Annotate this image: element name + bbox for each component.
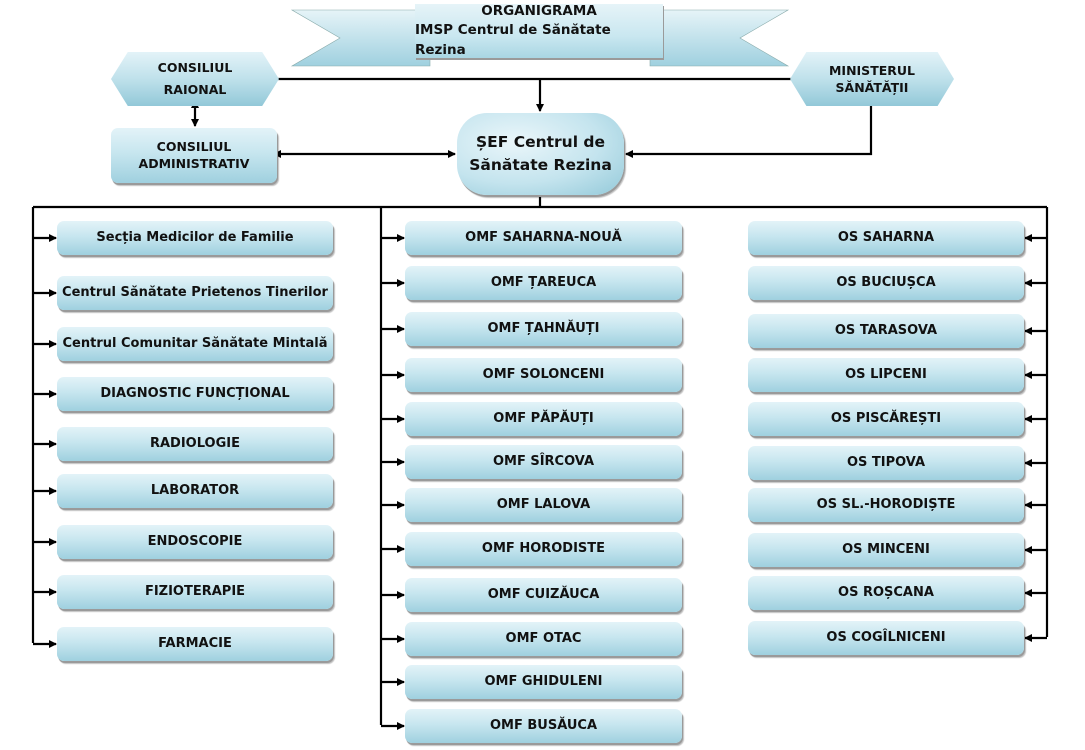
omf-office-label: OMF HORODISTE xyxy=(481,541,606,557)
consiliul-raional-line1: CONSILIUL xyxy=(157,60,233,76)
os-office-label: OS LIPCENI xyxy=(845,367,927,383)
department-node: Centrul Comunitar Sănătate Mintală xyxy=(57,327,333,361)
department-node: ENDOSCOPIE xyxy=(57,525,333,559)
omf-office-node: OMF CUIZĂUCA xyxy=(405,578,682,612)
omf-office-label: OMF ȚAHNĂUȚI xyxy=(487,321,600,337)
omf-office-label: OMF GHIDULENI xyxy=(484,674,603,690)
omf-office-node: OMF OTAC xyxy=(405,622,682,656)
chart-title-line1: ORGANIGRAMA xyxy=(481,2,597,19)
department-label: Centrul Sănătate Prietenos Tinerilor xyxy=(62,285,328,301)
chart-title: ORGANIGRAMA IMSP Centrul de Sănătate Rez… xyxy=(415,2,663,58)
title-banner-ribbon xyxy=(290,9,790,67)
os-office-label: OS SL.-HORODIȘTE xyxy=(816,497,956,513)
omf-office-node: OMF SAHARNA-NOUĂ xyxy=(405,221,682,255)
omf-office-label: OMF BUSĂUCA xyxy=(489,718,598,734)
department-label: Secția Medicilor de Familie xyxy=(96,230,294,246)
omf-office-node: OMF ȚAHNĂUȚI xyxy=(405,312,682,346)
os-office-node: OS BUCIUȘCA xyxy=(748,266,1024,300)
omf-office-node: OMF LALOVA xyxy=(405,488,682,522)
omf-office-node: OMF ȚAREUCA xyxy=(405,266,682,300)
chief-line1: ȘEF Centrul de xyxy=(475,132,606,151)
omf-office-node: OMF SOLONCENI xyxy=(405,358,682,392)
department-label: ENDOSCOPIE xyxy=(147,534,243,550)
os-office-node: OS ROȘCANA xyxy=(748,576,1024,610)
department-node: FIZIOTERAPIE xyxy=(57,575,333,609)
omf-office-node: OMF GHIDULENI xyxy=(405,665,682,699)
omf-office-label: OMF SAHARNA-NOUĂ xyxy=(465,230,622,246)
department-label: FIZIOTERAPIE xyxy=(144,584,246,600)
os-office-node: OS SAHARNA xyxy=(748,221,1024,255)
department-node: Centrul Sănătate Prietenos Tinerilor xyxy=(57,276,333,310)
department-label: Centrul Comunitar Sănătate Mintală xyxy=(62,336,328,352)
ministerul-line2: SĂNĂTĂȚII xyxy=(835,80,909,95)
os-office-label: OS ROȘCANA xyxy=(838,585,934,601)
os-office-node: OS SL.-HORODIȘTE xyxy=(748,488,1024,522)
chart-title-line2: IMSP Centrul de Sănătate Rezina xyxy=(415,22,611,58)
consiliul-raional-node: CONSILIUL RAIONAL xyxy=(111,52,279,106)
chief-line2: Sănătate Rezina xyxy=(469,156,612,174)
ministerul-sanatatii-node: MINISTERUL SĂNĂTĂȚII xyxy=(790,52,954,106)
chief-node: ȘEF Centrul de Sănătate Rezina xyxy=(457,113,624,195)
consiliul-administrativ-line1: CONSILIUL xyxy=(156,138,232,154)
department-label: LABORATOR xyxy=(150,483,240,499)
os-office-label: OS MINCENI xyxy=(842,542,930,558)
department-label: FARMACIE xyxy=(158,636,232,652)
arrow-ministerul-chief xyxy=(625,105,873,158)
omf-office-label: OMF LALOVA xyxy=(496,497,591,513)
ministerul-line1: MINISTERUL xyxy=(828,62,915,78)
os-office-label: OS SAHARNA xyxy=(837,230,935,246)
omf-office-node: OMF BUSĂUCA xyxy=(405,709,682,743)
consiliul-administrativ-node: CONSILIUL ADMINISTRATIV xyxy=(111,128,277,183)
omf-office-node: OMF PĂPĂUȚI xyxy=(405,402,682,436)
omf-office-label: OMF OTAC xyxy=(505,631,582,647)
os-office-node: OS MINCENI xyxy=(748,533,1024,567)
omf-office-label: OMF SOLONCENI xyxy=(482,367,605,383)
os-office-label: OS TIPOVA xyxy=(846,455,926,471)
omf-office-label: OMF PĂPĂUȚI xyxy=(493,411,594,427)
consiliul-raional-line2: RAIONAL xyxy=(163,82,227,97)
omf-office-label: OMF CUIZĂUCA xyxy=(487,587,600,603)
department-node: LABORATOR xyxy=(57,474,333,508)
department-label: DIAGNOSTIC FUNCȚIONAL xyxy=(100,386,290,402)
os-office-node: OS PISCĂREȘTI xyxy=(748,402,1024,436)
os-office-label: OS BUCIUȘCA xyxy=(836,275,936,291)
department-node: DIAGNOSTIC FUNCȚIONAL xyxy=(57,377,333,411)
omf-office-node: OMF SÎRCOVA xyxy=(405,445,682,479)
omf-office-label: OMF ȚAREUCA xyxy=(490,275,597,291)
os-office-node: OS COGÎLNICENI xyxy=(748,621,1024,655)
os-office-node: OS TARASOVA xyxy=(748,314,1024,348)
os-office-node: OS LIPCENI xyxy=(748,358,1024,392)
omf-office-node: OMF HORODISTE xyxy=(405,532,682,566)
os-office-label: OS COGÎLNICENI xyxy=(826,630,946,646)
os-office-label: OS PISCĂREȘTI xyxy=(830,411,942,427)
department-node: RADIOLOGIE xyxy=(57,427,333,461)
os-office-label: OS TARASOVA xyxy=(834,323,938,339)
department-node: Secția Medicilor de Familie xyxy=(57,221,333,255)
department-node: FARMACIE xyxy=(57,627,333,661)
os-office-node: OS TIPOVA xyxy=(748,446,1024,480)
consiliul-administrativ-line2: ADMINISTRATIV xyxy=(138,155,250,171)
department-label: RADIOLOGIE xyxy=(149,436,240,452)
omf-office-label: OMF SÎRCOVA xyxy=(492,454,595,470)
